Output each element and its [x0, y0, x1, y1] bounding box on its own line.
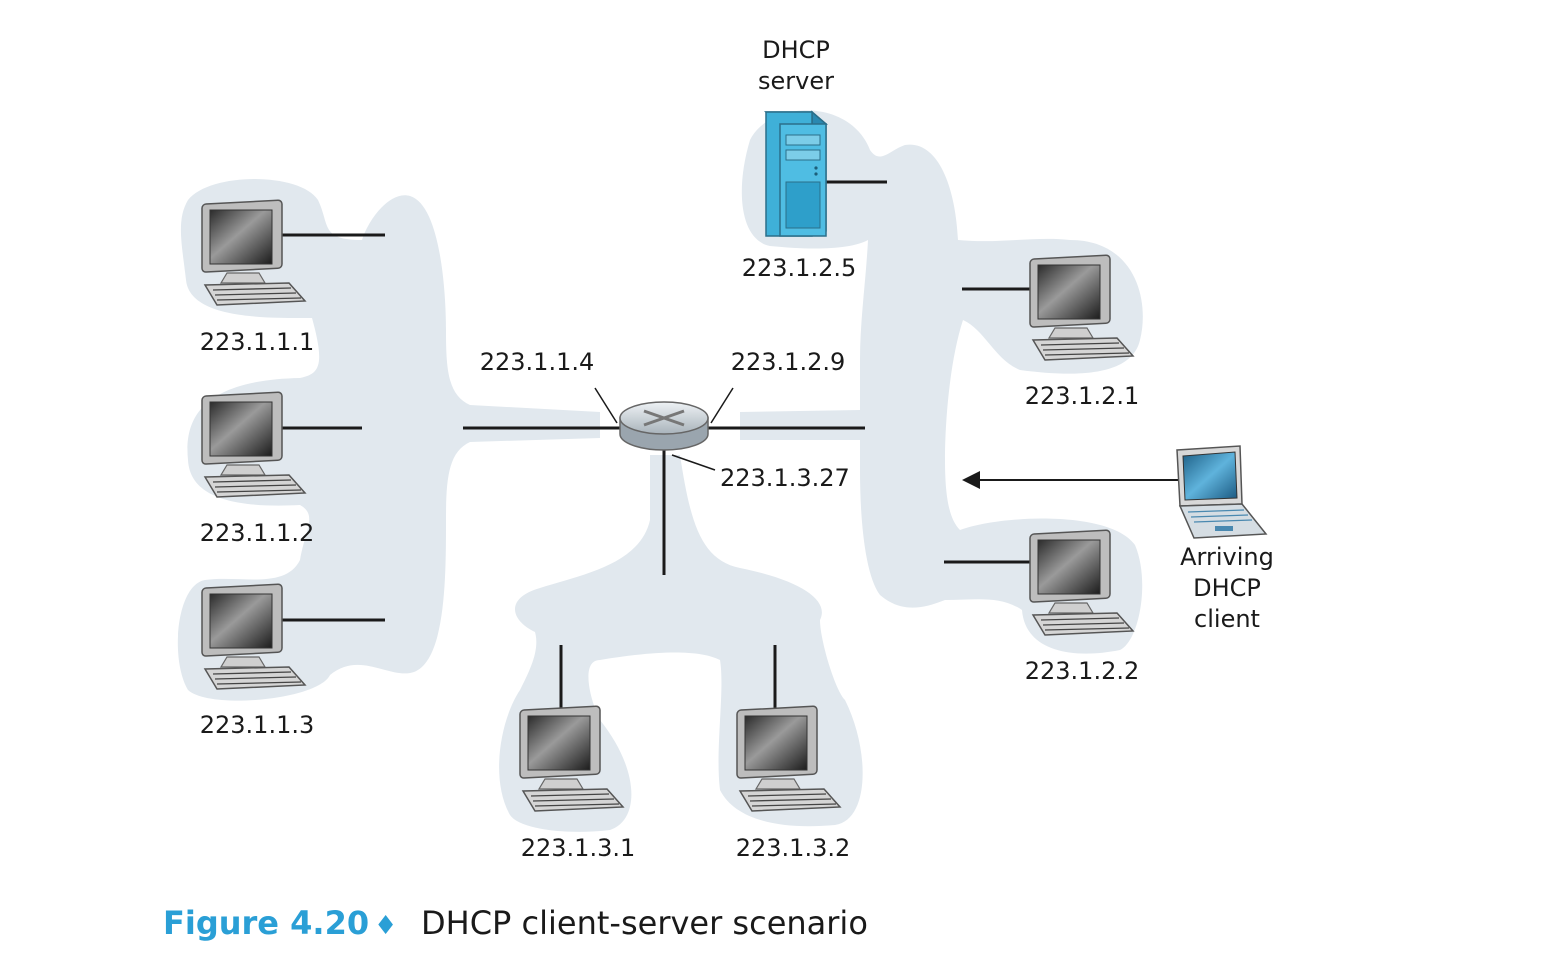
leader-if-bottom	[671, 454, 716, 471]
laptop-icon	[1176, 445, 1268, 539]
host-label-h131: 223.1.3.1	[521, 834, 636, 862]
router-icon	[619, 401, 709, 451]
server-label-line2: server	[758, 67, 834, 95]
figure-number: Figure 4.20	[163, 904, 369, 942]
client-label-line3: client	[1194, 605, 1260, 633]
leader-if-right	[710, 387, 734, 424]
host-label-h122: 223.1.2.2	[1025, 657, 1140, 685]
figure-caption: DHCP client-server scenario	[421, 904, 868, 942]
server-label-line1: DHCP	[762, 36, 830, 64]
host-label-h112: 223.1.1.2	[200, 519, 315, 547]
host-label-h121: 223.1.2.1	[1025, 382, 1140, 410]
server-icon	[763, 110, 829, 237]
links	[275, 180, 1180, 718]
network-223-1-1	[177, 179, 600, 701]
network-223-1-2	[740, 110, 1143, 654]
router-if-right-label: 223.1.2.9	[731, 348, 846, 376]
router-if-left-label: 223.1.1.4	[480, 348, 595, 376]
host-label-h113: 223.1.1.3	[200, 711, 315, 739]
router-if-bottom-label: 223.1.3.27	[720, 464, 850, 492]
host-label-h132: 223.1.3.2	[736, 834, 851, 862]
client-arrow-head	[962, 471, 980, 489]
client-label-line2: DHCP	[1193, 574, 1261, 602]
client-label-line1: Arriving	[1180, 543, 1274, 571]
server-ip-label: 223.1.2.5	[742, 254, 857, 282]
host-label-h111: 223.1.1.1	[200, 328, 315, 356]
leader-if-left	[594, 387, 618, 424]
figure-separator: ♦	[374, 911, 397, 941]
